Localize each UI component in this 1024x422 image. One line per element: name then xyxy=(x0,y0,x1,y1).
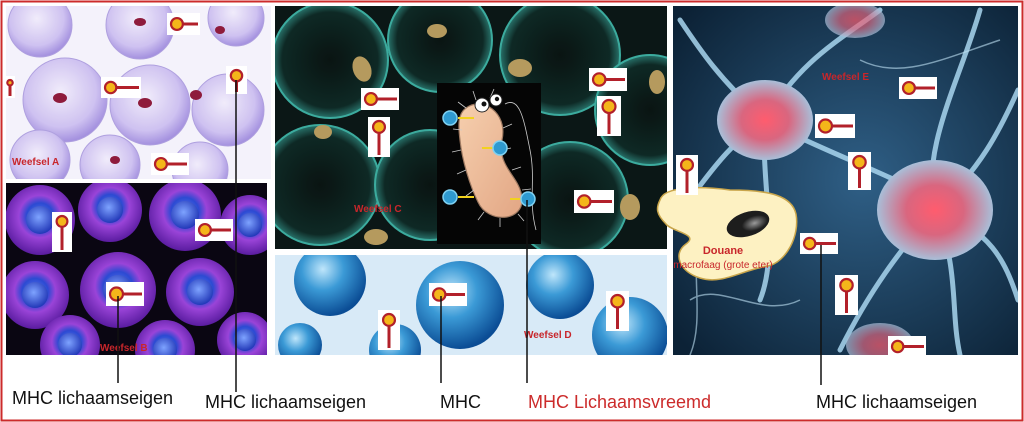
bacterium-illustration xyxy=(437,83,541,244)
legend-self-mhc-2: MHC lichaamseigen xyxy=(205,392,367,412)
mhc-marker xyxy=(368,117,390,157)
mhc-marker xyxy=(800,233,838,254)
mhc-marker xyxy=(151,153,189,175)
mhc-marker xyxy=(835,275,858,315)
mhc-marker xyxy=(5,76,15,98)
legend-foreign-mhc: MHC Lichaamsvreemd xyxy=(528,392,712,412)
mhc-marker xyxy=(899,77,937,99)
mhc-marker xyxy=(167,13,200,35)
mhc-marker xyxy=(106,282,144,306)
mhc-marker xyxy=(606,291,629,331)
panel-separators xyxy=(6,6,673,355)
mhc-marker xyxy=(429,283,467,306)
mhc-marker xyxy=(361,88,399,110)
mhc-marker xyxy=(52,212,72,252)
mhc-marker xyxy=(676,155,698,195)
mhc-marker xyxy=(888,336,926,357)
mhc-marker xyxy=(848,152,871,190)
tissue-b-label: Weefsel B xyxy=(100,343,148,354)
pointer-lines xyxy=(117,80,822,392)
mhc-markers xyxy=(5,13,937,357)
panel-tissue-a: Weefsel A xyxy=(6,6,271,179)
macrophage-illustration: Douane macrofaag (grote eter) xyxy=(656,186,798,281)
panel-tissue-b: Weefsel B xyxy=(6,183,267,355)
tissue-d-label: Weefsel D xyxy=(524,330,572,341)
tissue-e-label: Weefsel E xyxy=(822,72,869,83)
legend-mhc: MHC xyxy=(440,392,481,412)
legend-self-mhc-3: MHC lichaamseigen xyxy=(816,392,978,412)
tissue-c-label: Weefsel C xyxy=(354,204,402,215)
mhc-marker xyxy=(574,190,614,213)
mhc-marker xyxy=(101,77,141,98)
mhc-marker xyxy=(195,219,233,241)
macrophage-subtitle: macrofaag (grote eter) xyxy=(673,260,773,271)
mhc-marker xyxy=(589,68,627,91)
tissue-a-label: Weefsel A xyxy=(12,157,59,168)
mhc-marker xyxy=(815,114,855,138)
mhc-marker xyxy=(597,96,621,136)
mhc-marker xyxy=(378,310,400,350)
legend-self-mhc-1: MHC lichaamseigen xyxy=(12,388,174,408)
macrophage-title: Douane xyxy=(703,245,743,257)
